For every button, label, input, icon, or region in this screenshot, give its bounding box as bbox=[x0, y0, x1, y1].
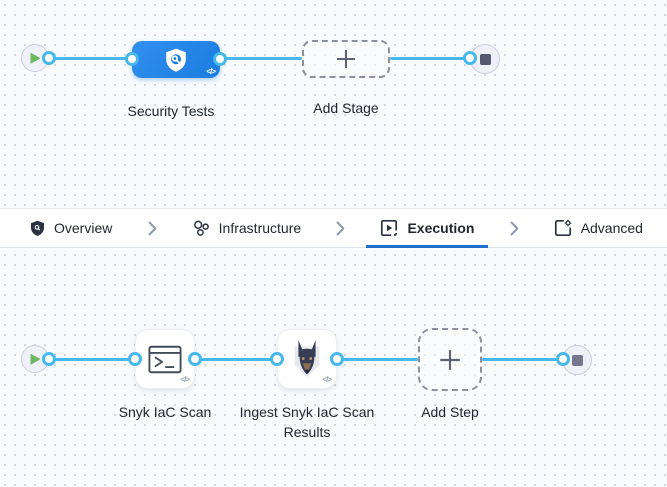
terminal-icon bbox=[148, 345, 182, 373]
add-stage-label: Add Stage bbox=[313, 100, 379, 116]
connector-port[interactable] bbox=[188, 352, 202, 366]
stop-icon bbox=[571, 354, 583, 366]
chevron-right-icon bbox=[510, 209, 519, 247]
step-node-snyk-iac-scan[interactable]: </> bbox=[135, 329, 195, 389]
play-icon bbox=[30, 353, 41, 365]
plus-icon bbox=[440, 349, 460, 370]
execution-icon bbox=[381, 219, 398, 237]
tab-advanced[interactable]: Advanced bbox=[540, 209, 657, 247]
connector-port[interactable] bbox=[463, 51, 477, 65]
connector-port[interactable] bbox=[270, 352, 284, 366]
code-icon[interactable]: </> bbox=[206, 67, 216, 76]
tab-overview[interactable]: Overview bbox=[16, 209, 126, 247]
shield-icon bbox=[166, 48, 186, 72]
step-node-ingest-snyk-results[interactable]: </> bbox=[277, 329, 337, 389]
add-step-label: Add Step bbox=[421, 404, 479, 420]
code-icon[interactable]: </> bbox=[180, 375, 190, 384]
edge bbox=[390, 57, 472, 60]
active-tab-underline bbox=[366, 245, 489, 248]
connector-port[interactable] bbox=[330, 352, 344, 366]
tab-label: Execution bbox=[407, 220, 475, 236]
stage-label: Security Tests bbox=[127, 103, 215, 119]
connector-port[interactable] bbox=[213, 52, 227, 66]
tab-label: Advanced bbox=[580, 220, 643, 236]
plus-icon bbox=[337, 50, 355, 68]
tab-infrastructure[interactable]: Infrastructure bbox=[178, 209, 315, 247]
step-label: Ingest Snyk IaC Scan Results bbox=[239, 404, 375, 440]
connector-port[interactable] bbox=[125, 52, 139, 66]
play-icon bbox=[30, 52, 41, 64]
tab-execution[interactable]: Execution bbox=[366, 209, 489, 248]
edge bbox=[49, 57, 132, 60]
infrastructure-icon bbox=[193, 220, 209, 236]
tab-label: Infrastructure bbox=[218, 220, 302, 236]
tab-label: Overview bbox=[54, 220, 113, 236]
code-icon[interactable]: </> bbox=[322, 375, 332, 384]
add-step-button[interactable] bbox=[418, 328, 482, 391]
snyk-dog-icon bbox=[294, 340, 320, 378]
connector-port[interactable] bbox=[42, 352, 56, 366]
connector-port[interactable] bbox=[128, 352, 142, 366]
add-stage-button[interactable] bbox=[302, 40, 390, 78]
shield-icon bbox=[31, 220, 44, 236]
connector-port[interactable] bbox=[42, 51, 56, 65]
stage-tab-bar: Overview Infrastructure Execution bbox=[0, 208, 667, 248]
connector-port[interactable] bbox=[556, 352, 570, 366]
chevron-right-icon bbox=[148, 209, 157, 247]
edge bbox=[49, 358, 135, 361]
edge bbox=[195, 358, 277, 361]
stop-icon bbox=[479, 53, 491, 65]
edge bbox=[482, 358, 564, 361]
edge bbox=[220, 57, 302, 60]
chevron-right-icon bbox=[336, 209, 345, 247]
edge bbox=[337, 358, 418, 361]
step-label: Snyk IaC Scan bbox=[118, 404, 212, 420]
stage-node-security-tests[interactable]: </> bbox=[132, 41, 220, 78]
advanced-icon bbox=[554, 219, 571, 237]
